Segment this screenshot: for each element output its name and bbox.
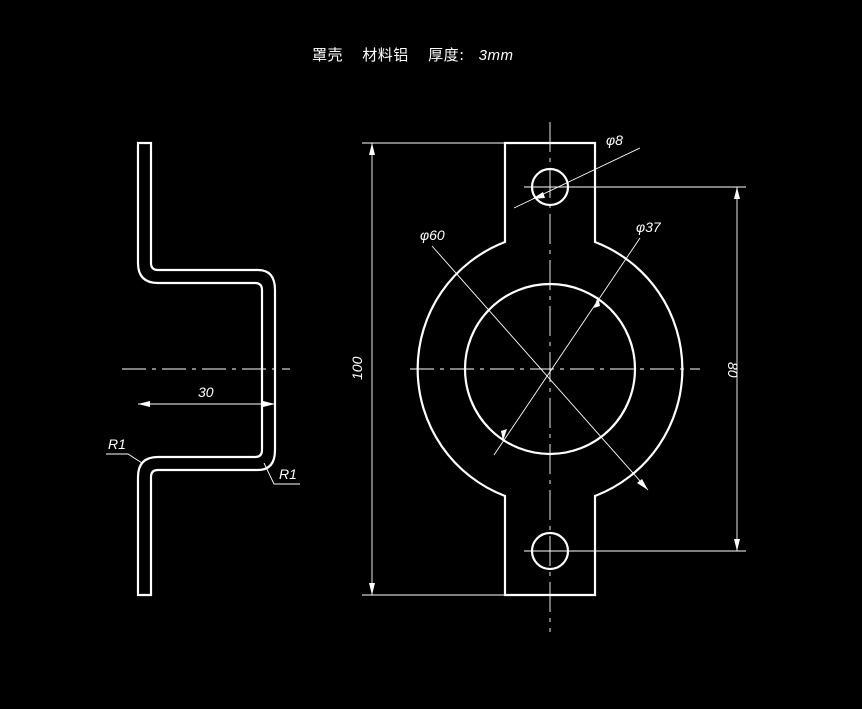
front-view xyxy=(362,122,746,632)
dim-100-text: 100 xyxy=(349,356,365,380)
thickness-label: 厚度: xyxy=(428,46,465,64)
dim-phi60-line xyxy=(431,245,649,491)
r1-left-leader xyxy=(106,453,143,464)
part-name: 罩壳 xyxy=(312,46,344,64)
thickness-value: 3mm xyxy=(478,47,514,64)
r1-right-leader xyxy=(263,462,300,485)
dim-80-text: 80 xyxy=(725,362,741,378)
dim-phi60-text: φ60 xyxy=(420,227,445,243)
dim-phi60-arrow xyxy=(637,479,648,490)
dim-phi37-arrow-b xyxy=(501,429,507,441)
drawing-title: 罩壳 材料铝 厚度: 3mm xyxy=(312,44,528,65)
dim-100-arrow-bottom xyxy=(369,583,375,595)
dim-r1-right-text: R1 xyxy=(279,466,297,482)
dim-30-text: 30 xyxy=(198,384,214,400)
dim-phi37-arrow-a xyxy=(594,296,600,308)
front-outline xyxy=(416,141,684,597)
dim-phi8-text: φ8 xyxy=(606,132,623,148)
dim-100-arrow-top xyxy=(369,143,375,155)
dim-r1-left-text: R1 xyxy=(108,436,126,452)
dim-phi37-text: φ37 xyxy=(636,219,662,235)
dim-80-arrow-bottom xyxy=(734,539,740,551)
dim-phi37-line xyxy=(493,237,641,456)
dim-phi8-line xyxy=(513,147,641,209)
material-label: 材料铝 xyxy=(362,46,409,64)
dim-30-arrow-right xyxy=(263,401,275,407)
dim-80-arrow-top xyxy=(734,187,740,199)
side-view xyxy=(106,141,300,597)
side-profile xyxy=(136,141,277,597)
dim-30-arrow-left xyxy=(138,401,150,407)
dim-phi8-arrow xyxy=(532,192,545,199)
